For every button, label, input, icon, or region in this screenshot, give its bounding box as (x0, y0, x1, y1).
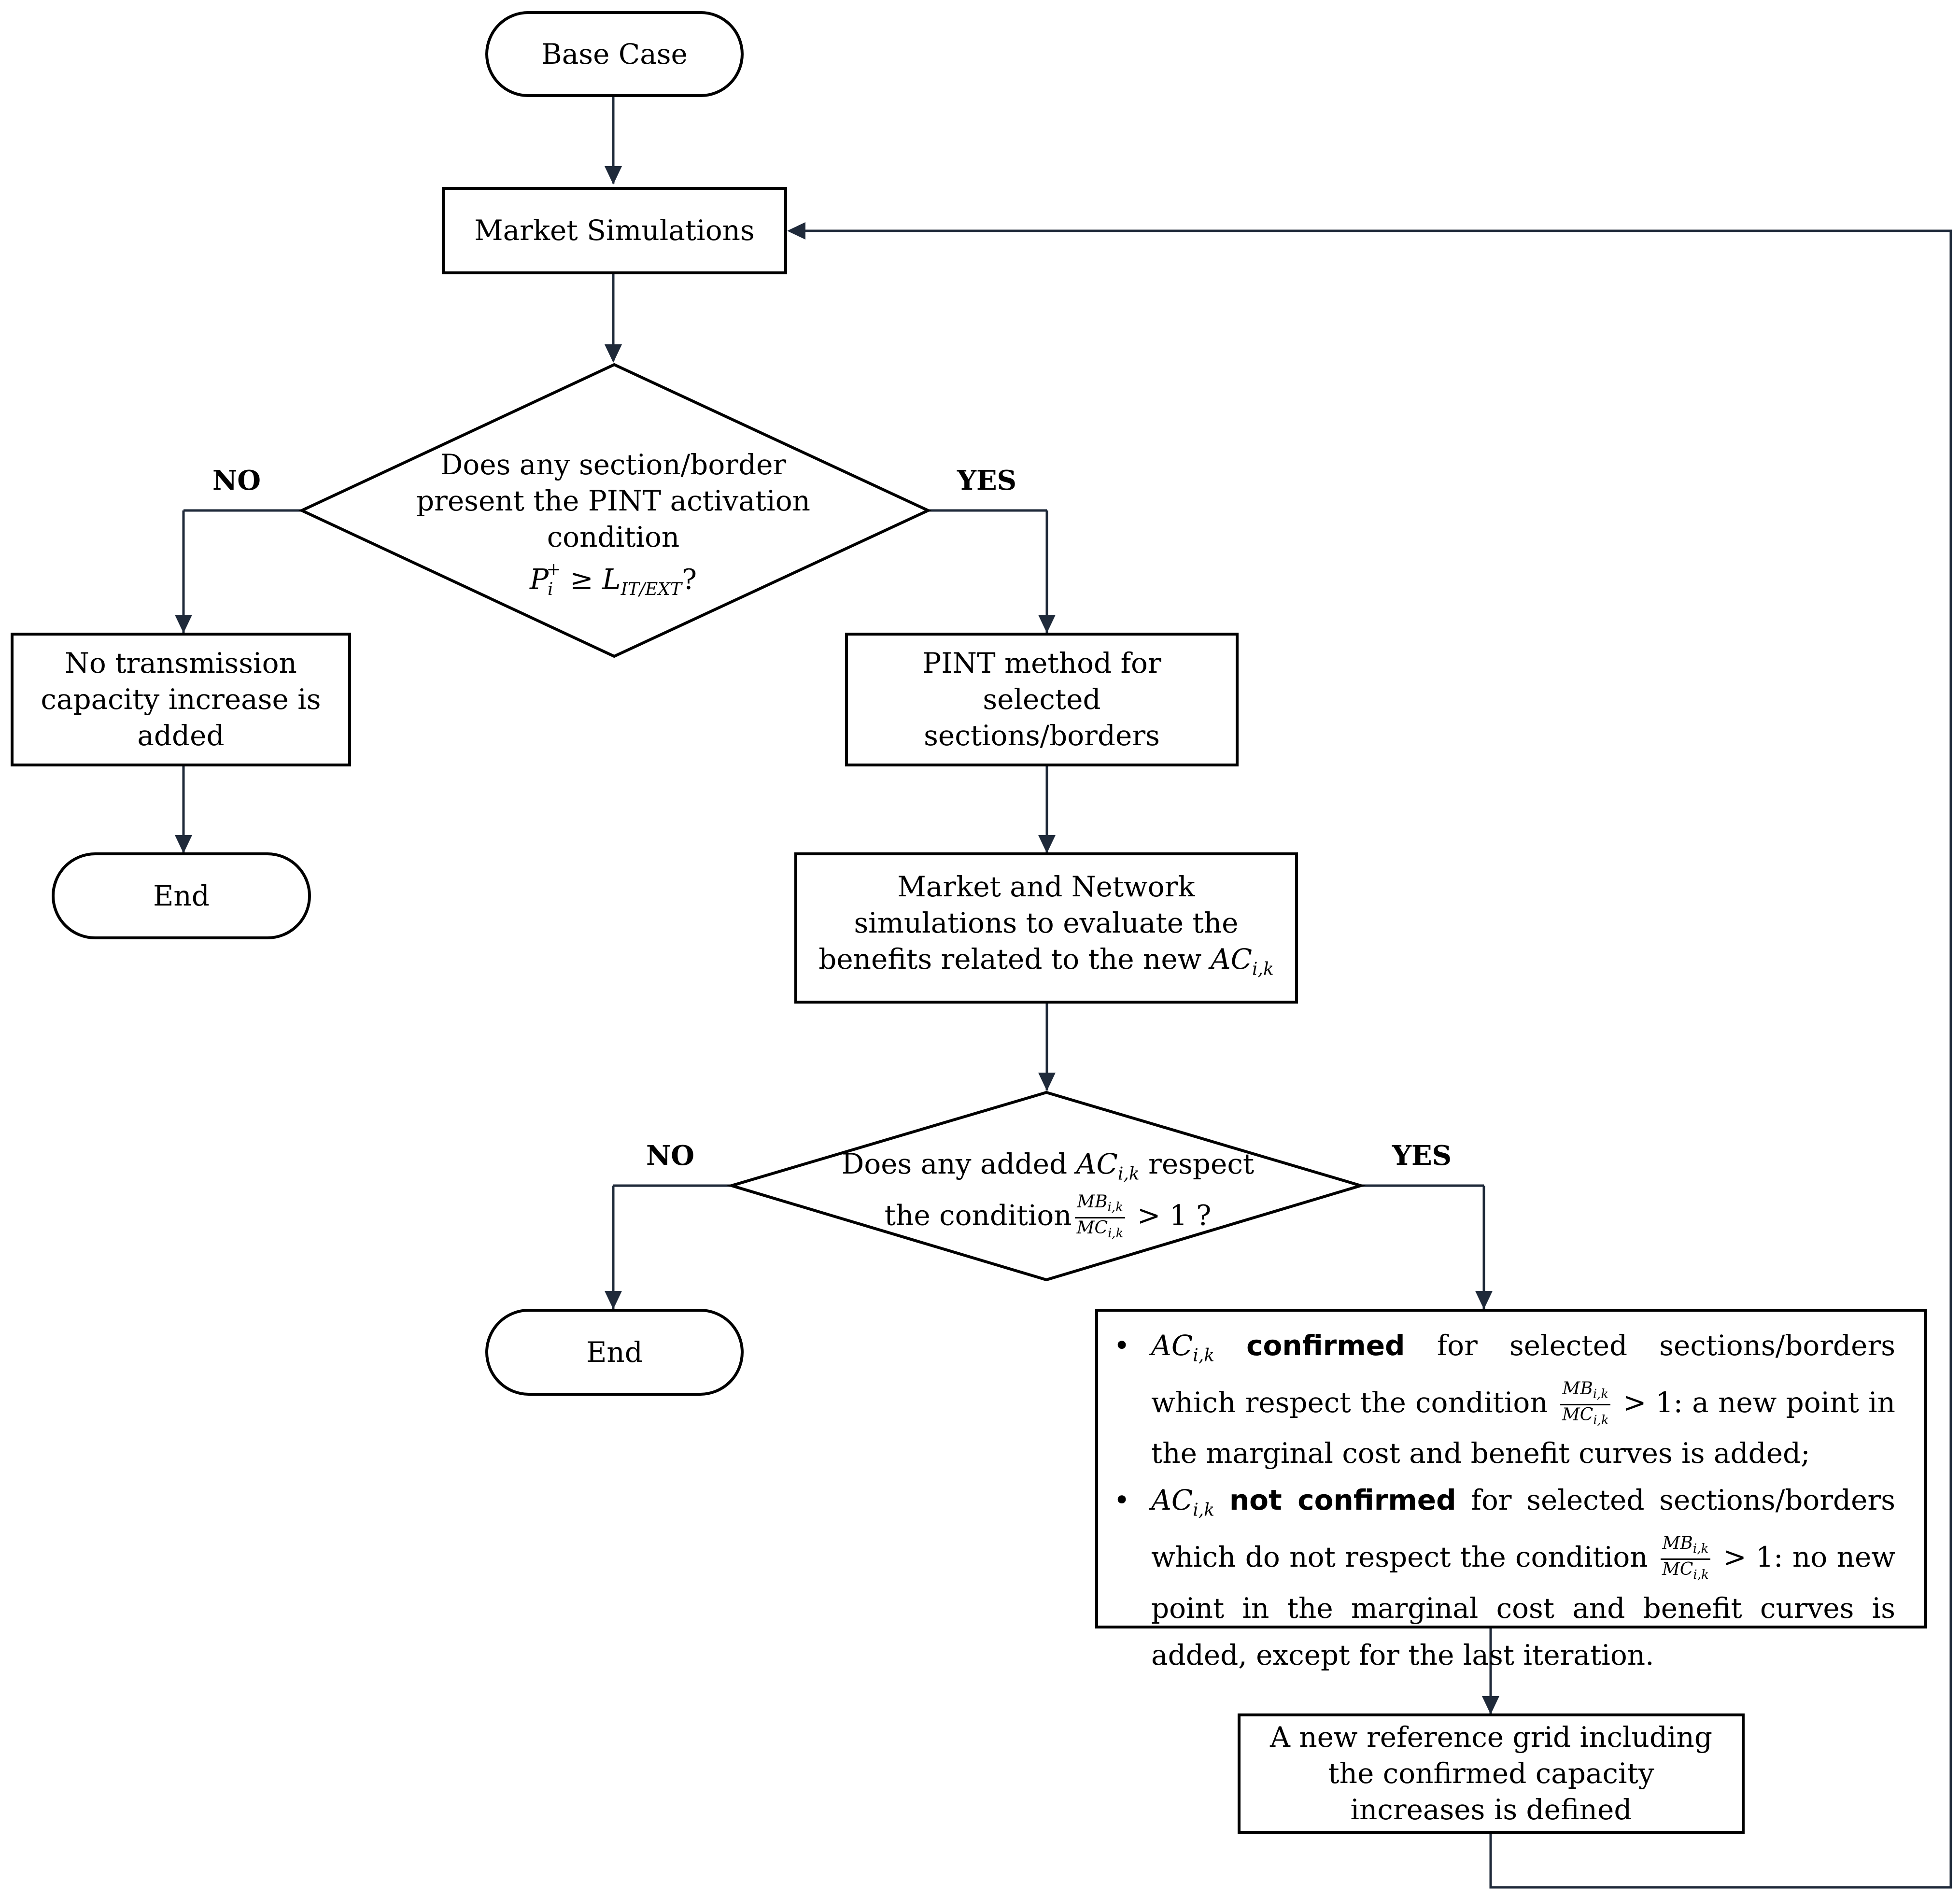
base-case-label: Base Case (541, 37, 688, 71)
bullet-not-confirmed: • ACi,k not confirmed for selected secti… (1114, 1484, 1895, 1671)
base-case-terminal: Base Case (485, 11, 744, 97)
new-grid-label: A new reference grid including the confi… (1270, 1721, 1712, 1826)
pint-method-label: PINT method for selected sections/border… (922, 647, 1161, 752)
arrow-feedback-loop (792, 229, 1952, 1889)
confirmation-box: • ACi,k confirmed for selected sections/… (1095, 1309, 1927, 1671)
decision2-text: Does any added ACi,k respect the conditi… (831, 1146, 1265, 1243)
market-network-box: Market and Network simulations to evalua… (794, 852, 1298, 1004)
end-terminal-1: End (52, 852, 311, 939)
decision1-no-label: NO (212, 465, 261, 496)
bullet-confirmed: • ACi,k confirmed for selected sections/… (1114, 1329, 1895, 1470)
decision1-condition: Pi+ ≥ LIT/EXT? (529, 560, 697, 599)
end-terminal-2: End (485, 1309, 744, 1396)
market-simulations-label: Market Simulations (474, 214, 755, 247)
market-simulations-box: Market Simulations (442, 187, 787, 274)
decision2-diamond (726, 1090, 1366, 1282)
decision2-yes-label: YES (1392, 1140, 1452, 1172)
decision2-no-label: NO (646, 1140, 694, 1172)
end-label-2: End (586, 1335, 643, 1369)
pint-method-box: PINT method for selected sections/border… (845, 633, 1239, 766)
new-grid-box: A new reference grid including the confi… (1238, 1713, 1745, 1834)
no-increase-box: No transmission capacity increase is add… (11, 633, 351, 766)
market-network-label: Market and Network simulations to evalua… (818, 870, 1274, 979)
decision1-text: Does any section/border present the PINT… (386, 447, 840, 608)
no-increase-label: No transmission capacity increase is add… (41, 647, 321, 752)
decision1-diamond (298, 363, 932, 658)
decision1-yes-label: YES (957, 465, 1017, 496)
end-label-1: End (153, 879, 210, 912)
